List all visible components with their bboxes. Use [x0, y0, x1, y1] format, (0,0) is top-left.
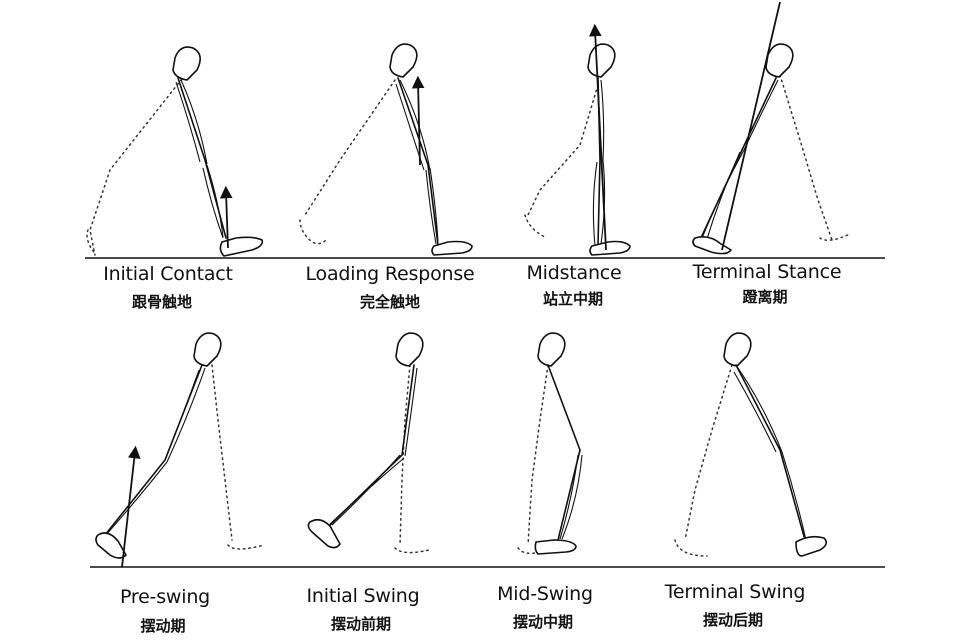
phase-label-zh-initial-contact: 跟骨触地 — [131, 293, 193, 311]
figure-loading-response — [299, 43, 473, 256]
phase-label-pre-swing: Pre-swing — [119, 586, 211, 608]
figure-mid-swing — [517, 332, 583, 555]
figure-initial-contact — [86, 46, 264, 257]
phase-label-loading-response: Loading Response — [305, 263, 475, 285]
figure-midstance — [524, 23, 631, 256]
phase-label-terminal-swing: Terminal Swing — [664, 581, 806, 603]
phase-label-zh-midstance: 站立中期 — [542, 290, 604, 308]
figure-initial-swing — [307, 332, 430, 554]
figure-pre-swing — [95, 332, 265, 568]
phase-label-zh-initial-swing: 摆动前期 — [330, 615, 392, 633]
phase-label-zh-loading-response: 完全触地 — [359, 293, 421, 311]
phase-label-zh-terminal-stance: 蹬离期 — [742, 288, 788, 306]
phase-label-zh-terminal-swing: 摆动后期 — [702, 611, 764, 629]
phase-label-mid-swing: Mid-Swing — [497, 583, 593, 605]
phase-label-zh-pre-swing: 摆动期 — [140, 617, 186, 635]
figure-terminal-stance — [692, 1, 851, 255]
figure-terminal-swing — [674, 332, 828, 557]
phase-label-initial-contact: Initial Contact — [103, 263, 233, 285]
phase-label-initial-swing: Initial Swing — [306, 585, 420, 607]
phase-label-terminal-stance: Terminal Stance — [692, 261, 842, 283]
phase-label-midstance: Midstance — [526, 262, 622, 284]
phase-label-zh-mid-swing: 摆动中期 — [512, 613, 574, 631]
